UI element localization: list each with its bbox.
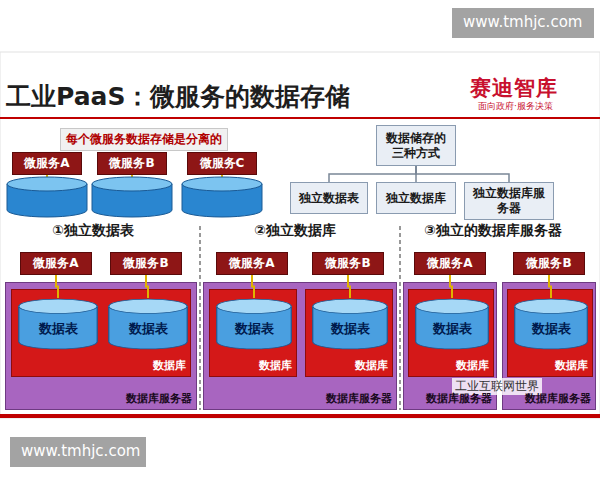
slide-bottom-rule: [0, 414, 600, 418]
slide-ground: [0, 52, 600, 418]
database-label: 数据库: [555, 358, 588, 373]
service-box: 微服务B: [312, 252, 384, 275]
database-label: 数据库: [153, 358, 186, 373]
node-text: 每个微服务数据存储是分离的: [66, 131, 222, 148]
db-server-box: 数据库服务器 数据库 数据表: [403, 282, 497, 410]
node-text: 独立数据库服务器: [469, 186, 549, 216]
node-text: 微服务B: [325, 255, 370, 272]
node-text: 微服务B: [123, 255, 168, 272]
service-box: 微服务A: [12, 152, 82, 175]
section-heading: ②独立数据库: [254, 222, 336, 240]
database-box: 数据库 数据表 数据表: [11, 289, 191, 377]
watermark-box: [10, 437, 146, 467]
node-text: 微服务B: [526, 255, 571, 272]
db-server-box: 数据库服务器 数据库 数据表数据库 数据表: [203, 282, 397, 410]
data-table-cylinder: 数据表: [312, 298, 388, 350]
service-box: 微服务A: [414, 252, 486, 275]
section-heading: ①独立数据表: [52, 222, 134, 240]
service-box: 微服务B: [110, 252, 182, 275]
node-text: 微服务B: [109, 155, 154, 172]
method-box: 数据储存的三种方式: [376, 125, 456, 166]
title-rule: [0, 117, 600, 119]
connector-line: [329, 166, 416, 182]
server-label: 数据库服务器: [525, 391, 591, 406]
data-table-cylinder: 数据表: [415, 298, 489, 350]
watermark-url: www.tmhjc.com: [463, 13, 582, 31]
connector-line: [415, 166, 417, 182]
node-text: 数据表: [129, 320, 168, 338]
node-text: 数据表: [235, 320, 274, 338]
server-label: 数据库服务器: [326, 391, 392, 406]
db-server-box: 数据库服务器 数据库 数据表 数据表: [5, 282, 197, 410]
database-label: 数据库: [456, 358, 489, 373]
node-text: 独立数据库: [386, 191, 446, 206]
service-box: 微服务A: [20, 252, 92, 275]
data-table-cylinder: 数据表: [18, 298, 98, 350]
node-text: 微服务A: [33, 255, 78, 272]
method-box: 独立数据表: [290, 182, 368, 214]
service-box: 微服务C: [187, 152, 257, 175]
database-label: 数据库: [259, 358, 292, 373]
database-box: 数据库 数据表: [408, 289, 494, 377]
method-box: 独立数据库服务器: [464, 182, 554, 220]
node-text: 数据储存的三种方式: [381, 131, 451, 161]
watermark-box: [452, 8, 594, 38]
server-label: 数据库服务器: [126, 391, 192, 406]
node-text: 微服务A: [229, 255, 274, 272]
logo-text: 赛迪智库: [470, 74, 558, 102]
service-box: 微服务B: [97, 152, 167, 175]
database-box: 数据库 数据表: [305, 289, 393, 377]
data-table-cylinder: 数据表: [514, 298, 588, 350]
section-heading: ③独立的数据库服务器: [424, 222, 562, 240]
connector-line: [416, 166, 509, 182]
data-table-cylinder: 数据表: [216, 298, 292, 350]
section-separator: [200, 226, 400, 410]
node-text: 独立数据表: [299, 191, 359, 206]
method-box: 独立数据库: [376, 182, 456, 214]
server-label: 数据库服务器: [426, 391, 492, 406]
node-text: 数据表: [433, 320, 472, 338]
watermark-url: www.tmhjc.com: [21, 442, 140, 460]
node-text: 微服务C: [200, 155, 245, 172]
node-text: 微服务A: [24, 155, 69, 172]
service-box: 微服务B: [513, 252, 585, 275]
database-label: 数据库: [355, 358, 388, 373]
node-text: 微服务A: [427, 255, 472, 272]
note-box: 每个微服务数据存储是分离的: [60, 128, 228, 151]
logo-subtitle: 面向政府·服务决策: [478, 100, 553, 113]
node-text: 数据表: [39, 320, 78, 338]
node-text: 数据表: [331, 320, 370, 338]
database-box: 数据库 数据表: [507, 289, 593, 377]
top-cylinders: [7, 177, 262, 217]
service-box: 微服务A: [216, 252, 288, 275]
node-text: 数据表: [532, 320, 571, 338]
data-table-cylinder: 数据表: [108, 298, 188, 350]
database-box: 数据库 数据表: [209, 289, 297, 377]
slide-title: 工业PaaS：微服务的数据存储: [6, 80, 350, 113]
